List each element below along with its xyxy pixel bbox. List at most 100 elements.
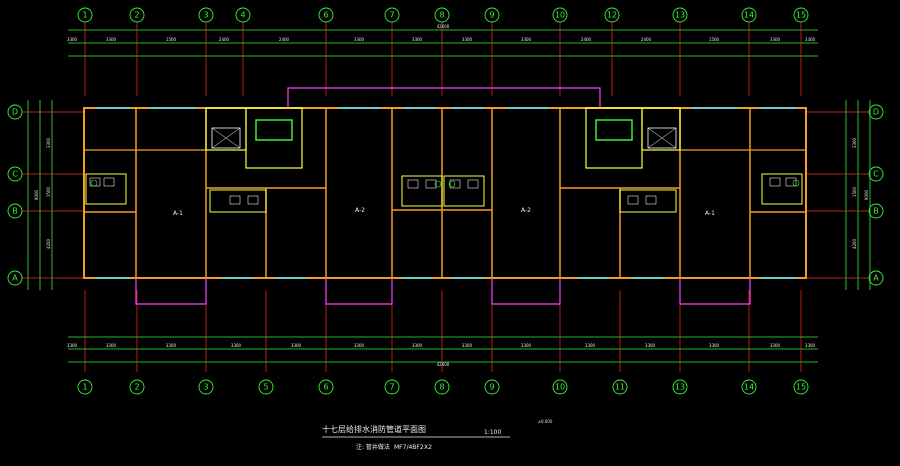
dim-bottom-segment: 3300 (106, 343, 117, 348)
axis-bubble-top-3: 3 (198, 7, 214, 23)
axis-bubble-top-9: 9 (484, 7, 500, 23)
dim-top-segment: 3300 (770, 37, 781, 42)
dim-bottom-segment: 3300 (412, 343, 423, 348)
unit-label-a2-left: A-2 (355, 207, 365, 214)
dimension-lines (27, 29, 871, 363)
axis-bubble-bottom-9: 9 (484, 379, 500, 395)
drawing-subtitle-mult: X2 (424, 444, 432, 451)
svg-text:11: 11 (615, 383, 625, 392)
axis-bubble-top-8: 8 (434, 7, 450, 23)
svg-text:C: C (12, 170, 18, 179)
axis-bubble-bottom-15: 15 (793, 379, 809, 395)
axis-bubble-right-B: B (868, 203, 884, 219)
svg-text:10: 10 (555, 11, 565, 20)
title-block: 十七层给排水消防管道平面图 1:100 注: 管井做法 MF7/4BF2 X2 … (322, 419, 553, 451)
axis-bubble-left-C: C (7, 166, 23, 182)
sanitary-fixtures (89, 177, 800, 205)
axis-bubble-top-10: 10 (552, 7, 568, 23)
axis-bubble-top-1: 1 (77, 7, 93, 23)
svg-text:6: 6 (323, 11, 328, 20)
svg-text:7: 7 (389, 383, 394, 392)
building-walls (83, 107, 807, 279)
axis-bubble-bottom-8: 8 (434, 379, 450, 395)
dim-bottom-segment: 3300 (231, 343, 242, 348)
axis-bubble-bottom-11: 11 (612, 379, 628, 395)
balconies (135, 87, 751, 305)
axis-bubble-right-C: C (868, 166, 884, 182)
svg-text:3: 3 (203, 11, 208, 20)
axis-bubble-bottom-6: 6 (318, 379, 334, 395)
dim-left-segment: 4200 (46, 238, 51, 249)
north-note: ±0.000 (538, 419, 553, 424)
axis-bubble-bottom-5: 5 (258, 379, 274, 395)
dim-bottom-segment: 3300 (521, 343, 532, 348)
drawing-subtitle: 注: 管井做法 (356, 443, 390, 451)
dim-bottom-segment: 3300 (585, 343, 596, 348)
svg-text:13: 13 (675, 11, 685, 20)
dim-top-segment: 1500 (166, 37, 177, 42)
dim-right-segment: 3300 (852, 137, 857, 148)
dim-left-segment: 1500 (46, 186, 51, 197)
unit-label-a1-right: A-1 (705, 210, 715, 217)
svg-text:15: 15 (796, 11, 806, 20)
axis-bubble-top-14: 14 (741, 7, 757, 23)
dim-top-segment: 3300 (106, 37, 117, 42)
dim-top-segment: 3300 (354, 37, 365, 42)
axis-bubble-top-6: 6 (318, 7, 334, 23)
dim-right-total: 9000 (864, 189, 869, 200)
svg-text:10: 10 (555, 383, 565, 392)
axis-bubble-top-2: 2 (129, 7, 145, 23)
svg-text:B: B (873, 207, 879, 216)
windows (96, 107, 796, 279)
axis-bubble-top-12: 12 (604, 7, 620, 23)
dim-left-total: 9000 (34, 189, 39, 200)
axis-bubble-top-15: 15 (793, 7, 809, 23)
dim-bottom-segment: 3300 (709, 343, 720, 348)
axis-bubble-top-4: 4 (235, 7, 251, 23)
dim-top-segment: 1500 (709, 37, 720, 42)
svg-text:A: A (873, 274, 879, 283)
axis-bubble-bottom-13: 13 (672, 379, 688, 395)
svg-text:8: 8 (439, 383, 444, 392)
axis-bubble-bottom-2: 2 (129, 379, 145, 395)
svg-text:A: A (12, 274, 18, 283)
dim-right-segment: 1500 (852, 186, 857, 197)
unit-label-a2-right: A-2 (521, 207, 531, 214)
svg-text:C: C (873, 170, 879, 179)
dim-top-total: 42600 (437, 24, 450, 29)
svg-text:9: 9 (489, 383, 494, 392)
dim-left-segment: 3300 (46, 137, 51, 148)
axis-bubble-left-A: A (7, 270, 23, 286)
dim-bottom-segment: 3300 (770, 343, 781, 348)
svg-text:1: 1 (82, 383, 87, 392)
dim-bottom-segment: 3300 (354, 343, 365, 348)
dim-bottom-segment: 3300 (462, 343, 473, 348)
dim-right-segment: 4200 (852, 238, 857, 249)
room-labels: A-1 A-2 A-2 A-1 (173, 207, 715, 217)
dim-top-segment: 3300 (412, 37, 423, 42)
svg-text:7: 7 (389, 11, 394, 20)
svg-text:B: B (12, 207, 18, 216)
svg-text:6: 6 (323, 383, 328, 392)
dim-bottom-total: 42600 (437, 362, 450, 367)
svg-text:2: 2 (134, 383, 139, 392)
dim-top-segment: 3300 (462, 37, 473, 42)
dim-top-segment: 2400 (641, 37, 652, 42)
unit-label-a1-left: A-1 (173, 210, 183, 217)
svg-text:3: 3 (203, 383, 208, 392)
dim-top-segment: 3300 (805, 37, 816, 42)
dim-bottom-segment: 3300 (805, 343, 816, 348)
axis-bubble-right-D: D (868, 104, 884, 120)
axis-bubble-top-13: 13 (672, 7, 688, 23)
svg-text:8: 8 (439, 11, 444, 20)
drawing-title: 十七层给排水消防管道平面图 (322, 424, 426, 434)
svg-text:14: 14 (744, 383, 754, 392)
dim-bottom-segment: 3300 (166, 343, 177, 348)
svg-text:13: 13 (675, 383, 685, 392)
axis-bubble-left-D: D (7, 104, 23, 120)
axis-bubble-bottom-7: 7 (384, 379, 400, 395)
dim-top-segment: 3300 (521, 37, 532, 42)
axis-grid-lines (22, 22, 868, 372)
